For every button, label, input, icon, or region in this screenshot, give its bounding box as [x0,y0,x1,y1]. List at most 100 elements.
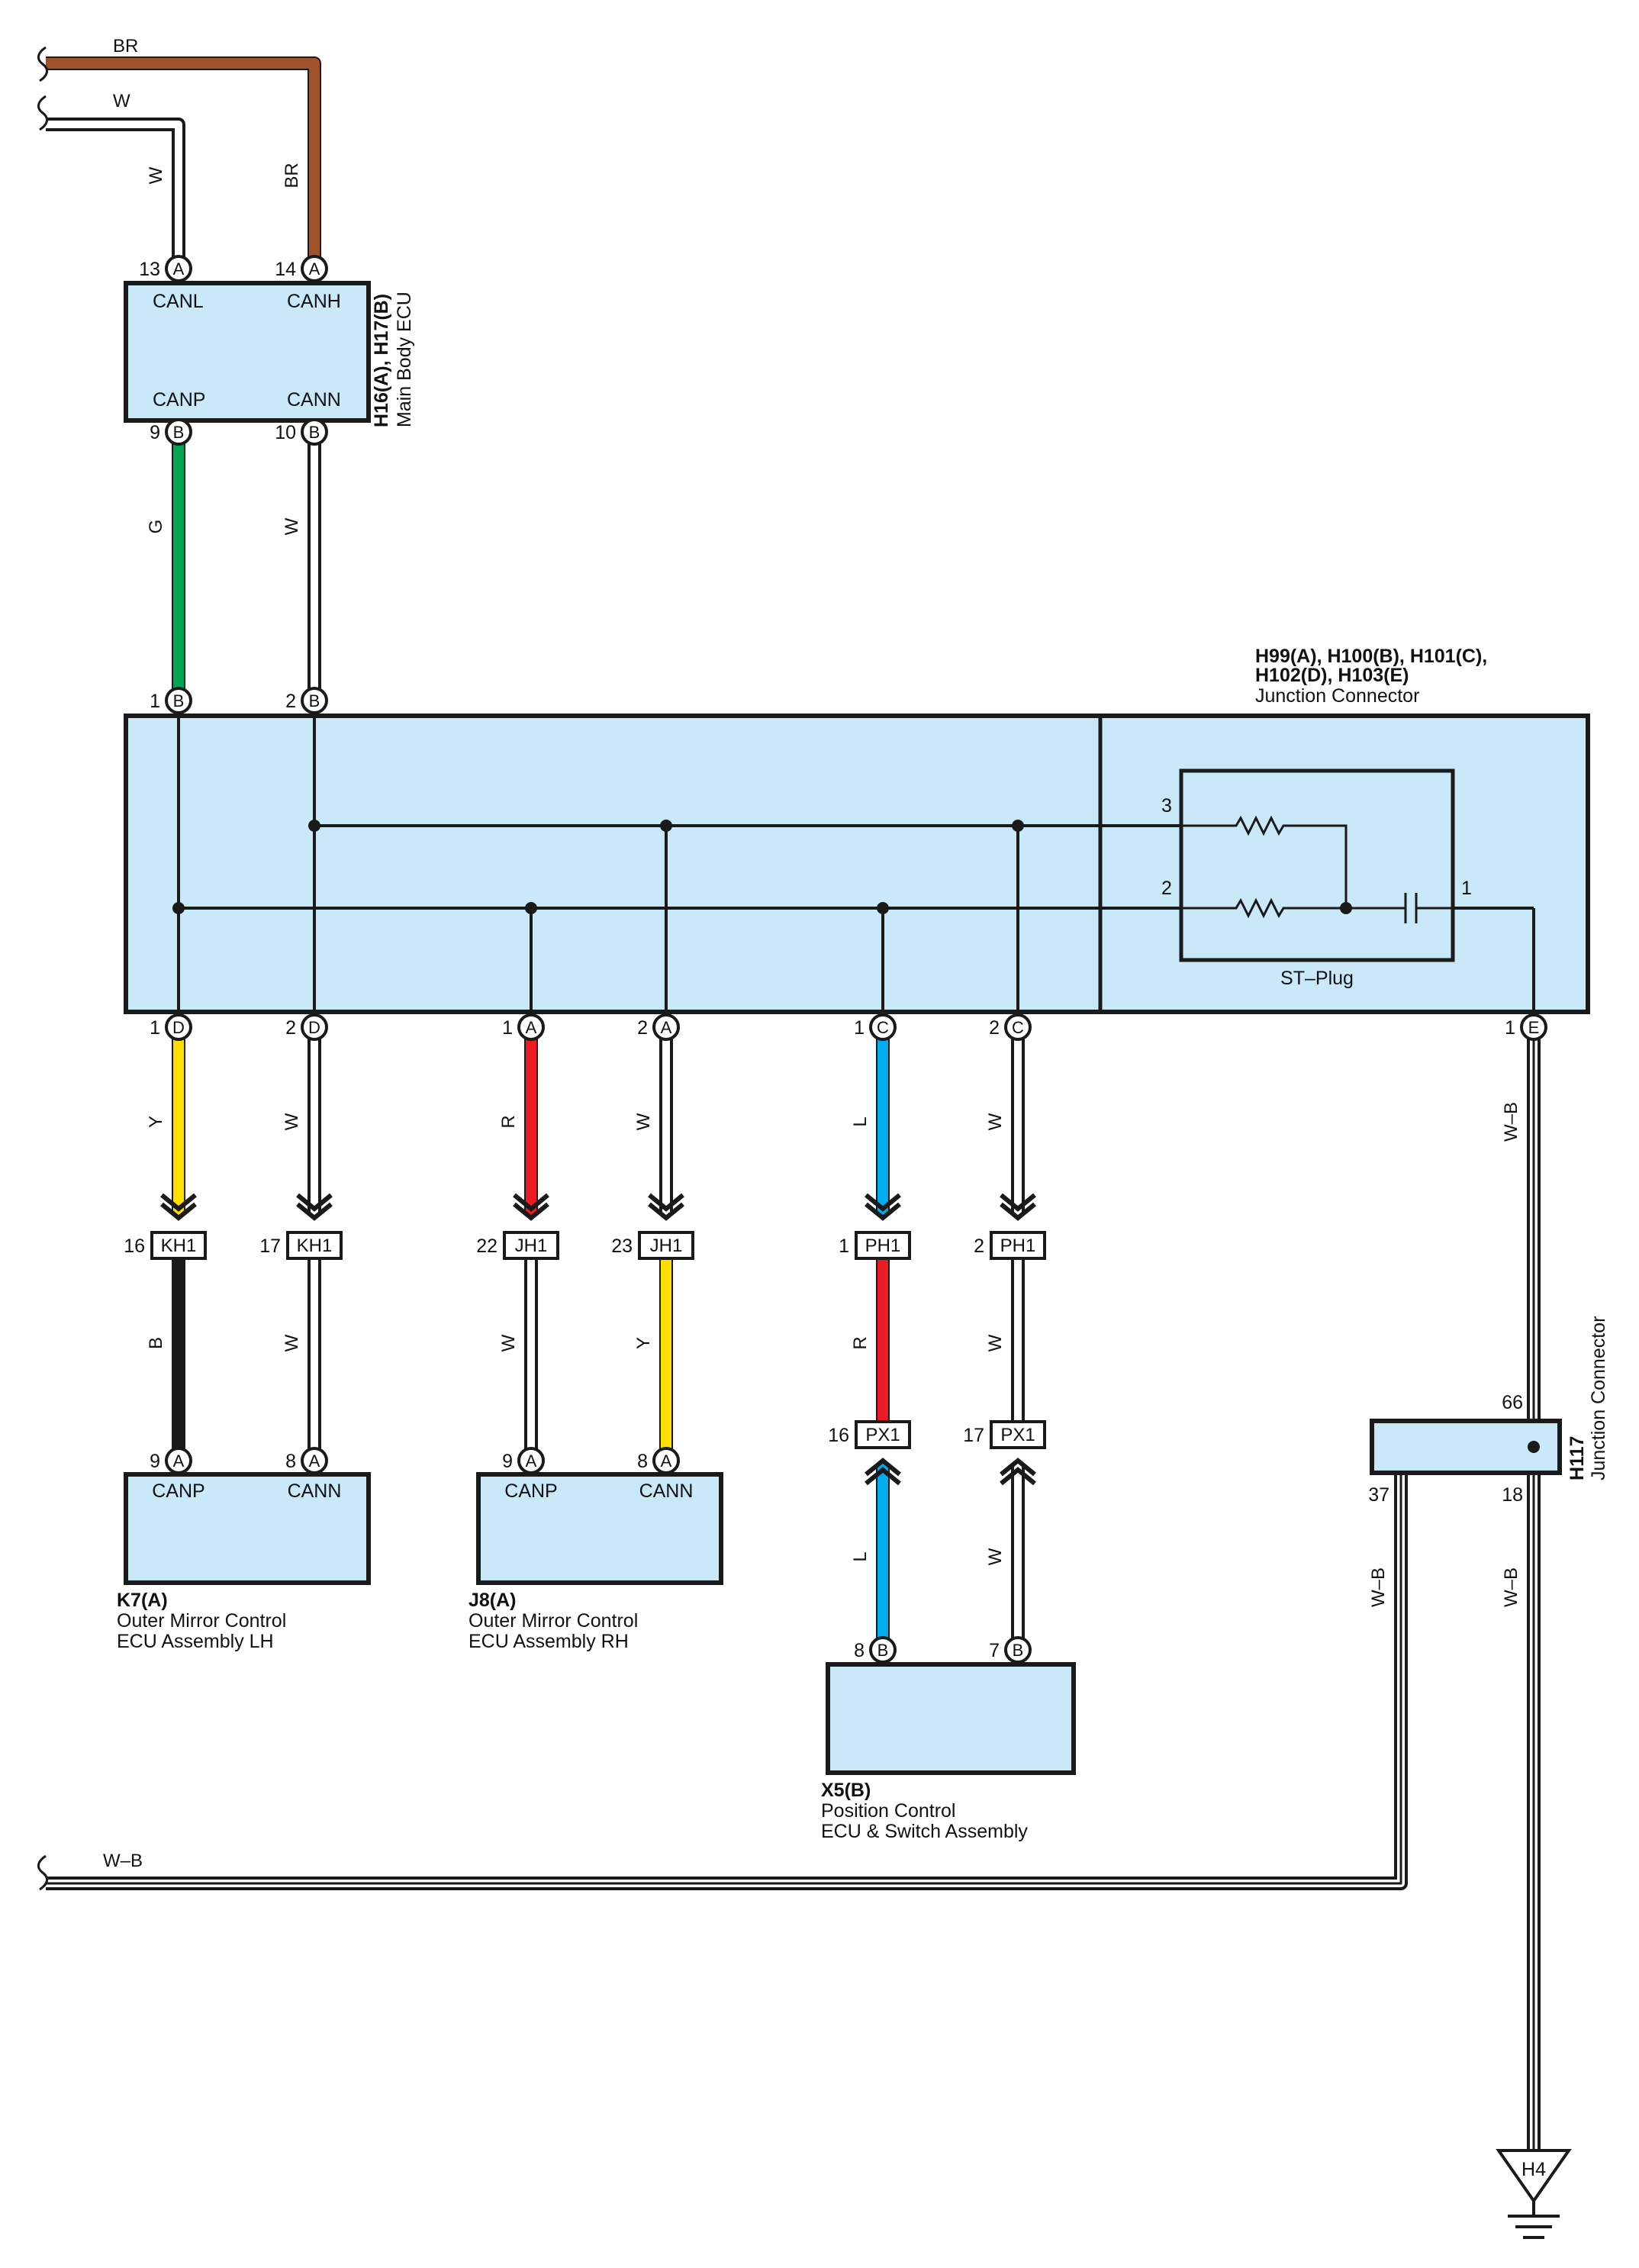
junction-bottom-0-terminal-icon [165,1013,192,1041]
junction-bottom-3-terminal-letter: A [661,1018,672,1037]
x5-left-terminal-letter: B [877,1641,889,1660]
ground-triangle [1496,2149,1572,2204]
k7-code: K7(A) [117,1590,168,1611]
inline-kh1-16-box [150,1231,207,1260]
junction-bottom-4-terminal-letter: C [877,1018,889,1037]
wire-label-junction-bottom-0: Y [146,1116,166,1128]
k7-cann-terminal-letter: A [309,1451,320,1471]
inline-top-4-chevron-icon [865,1193,901,1221]
k7-canp-label: CANP [152,1480,204,1502]
junction-connector-h99: H99(A), H100(B), H101(C), H102(D), H103(… [124,646,1590,1014]
j8-cann-terminal-icon [652,1447,680,1474]
ecu-cann-label: CANN [287,389,341,411]
inline-kh1-17-box [286,1231,343,1260]
x5-name-line2: ECU & Switch Assembly [821,1821,1028,1842]
st-plug-splice-dot [1340,902,1352,914]
junction-bottom-4-pin-number: 1 [854,1017,865,1039]
j8-canp-pin-number: 9 [502,1451,513,1472]
capacitor [1404,893,1453,923]
wire-label-junction-bottom-5: W [985,1113,1006,1130]
inline-kh1-17-number: 17 [259,1235,281,1257]
x5-right-pin-number: 7 [989,1640,1000,1661]
junction-top-1-pin-number: 1 [150,691,160,712]
wire-w-canl-outline [46,118,185,269]
junction-bottom-6-pin-number: 1 [1505,1017,1515,1039]
wire-label-wb-h117-right: W–B [1501,1567,1521,1607]
inline-px1-17-name: PX1 [1000,1425,1035,1445]
junction-top-2-terminal-icon [301,687,328,714]
junction-bottom-1-terminal-icon [301,1013,328,1041]
px1-left-chevron-icon [865,1458,901,1486]
h117-pin-right: 18 [1502,1484,1523,1506]
ecu-cann-terminal-icon [301,418,328,446]
inline-px1-17-box [990,1420,1046,1449]
x5-name-line1: Position Control [821,1800,955,1822]
wire-label-px1-w: W [985,1548,1006,1565]
st-plug-pin1: 1 [1461,878,1472,899]
k7-box [124,1472,371,1585]
ecu-canl-pin-number: 13 [139,259,160,280]
ecu-canh-label: CANH [287,291,341,312]
inline-jh1-23-box [638,1231,694,1260]
inline-kh1-17-name: KH1 [297,1235,333,1256]
offpage-break-marks [37,46,48,1891]
junction-top-2-terminal-letter: B [309,691,320,710]
inline-jh1-22-name: JH1 [515,1235,548,1256]
wire-label-ph1-w: W [985,1334,1006,1351]
k7-cann-label: CANN [288,1480,342,1502]
j8-cann-pin-number: 8 [637,1451,648,1472]
k7-cann-terminal-icon [301,1447,328,1474]
inline-jh1-23-name: JH1 [650,1235,683,1256]
inline-px1-16-box [855,1420,911,1449]
inline-jh1-22-number: 22 [476,1235,497,1257]
junction-bottom-4-terminal-icon [869,1013,897,1041]
j8-cann-terminal-letter: A [661,1451,672,1471]
junction-bottom-0-terminal-letter: D [172,1018,185,1037]
junction-bottom-2-terminal-icon [517,1013,545,1041]
inline-top-5-chevron-icon [1000,1193,1036,1221]
ground-label: H4 [1521,2159,1546,2180]
resistor-r1 [1181,815,1348,908]
ecu-canh-terminal-letter: A [309,259,320,279]
wire-br-canh [46,58,320,269]
inline-top-1-chevron-icon [296,1193,333,1221]
ecu-cann-terminal-letter: B [309,423,320,442]
ecu-name: Main Body ECU [394,292,415,427]
junction-bottom-3-pin-number: 2 [637,1017,648,1039]
inline-ph1-2-number: 2 [974,1235,984,1257]
junction-bottom-2-pin-number: 1 [502,1017,513,1039]
inline-kh1-16-name: KH1 [161,1235,197,1256]
j8-cann-label: CANN [639,1480,694,1502]
wire-label-k7-canp: B [146,1337,166,1349]
junction-code-line2: H102(D), H103(E) [1255,665,1409,686]
junction-bottom-0-pin-number: 1 [150,1017,160,1039]
inline-ph1-1-number: 1 [839,1235,849,1257]
wire-label-wb-junction: W–B [1501,1102,1521,1142]
wire-wb-offpage-stripe [46,1447,1402,1885]
ecu-code: H16(A), H17(B) [371,294,392,427]
inline-px1-16-number: 16 [828,1425,849,1446]
junction-code-line1: H99(A), H100(B), H101(C), [1255,646,1487,667]
x5-right-terminal-icon [1004,1636,1032,1664]
ground-h4: H4 [1496,2149,1572,2239]
wire-label-w-cann: W [282,517,302,535]
wire-label-ph1-r: R [850,1336,871,1349]
k7-canp-pin-number: 9 [150,1451,160,1472]
inline-ph1-2-box [990,1231,1046,1260]
junction-bottom-5-terminal-letter: C [1012,1018,1024,1037]
ecu-canp-pin-number: 9 [150,422,160,443]
main-body-ecu: CANL CANH CANP CANN H16(A), H17(B) Main … [124,281,415,427]
k7-canp-terminal-letter: A [173,1451,185,1471]
wire-w-canl [46,121,182,269]
inline-kh1-16-number: 16 [124,1235,145,1257]
junction-bottom-1-terminal-letter: D [308,1018,320,1037]
h117-name: Junction Connector [1588,1316,1609,1480]
ecu-canl-terminal-letter: A [173,259,185,279]
wire-label-wb-h117-left: W–B [1368,1567,1389,1607]
h117-junction-connector: 66 37 18 H117 Junction Connector [1368,1316,1609,1506]
junction-bottom-2-terminal-letter: A [526,1018,537,1037]
h117-pin-left: 37 [1368,1484,1389,1506]
